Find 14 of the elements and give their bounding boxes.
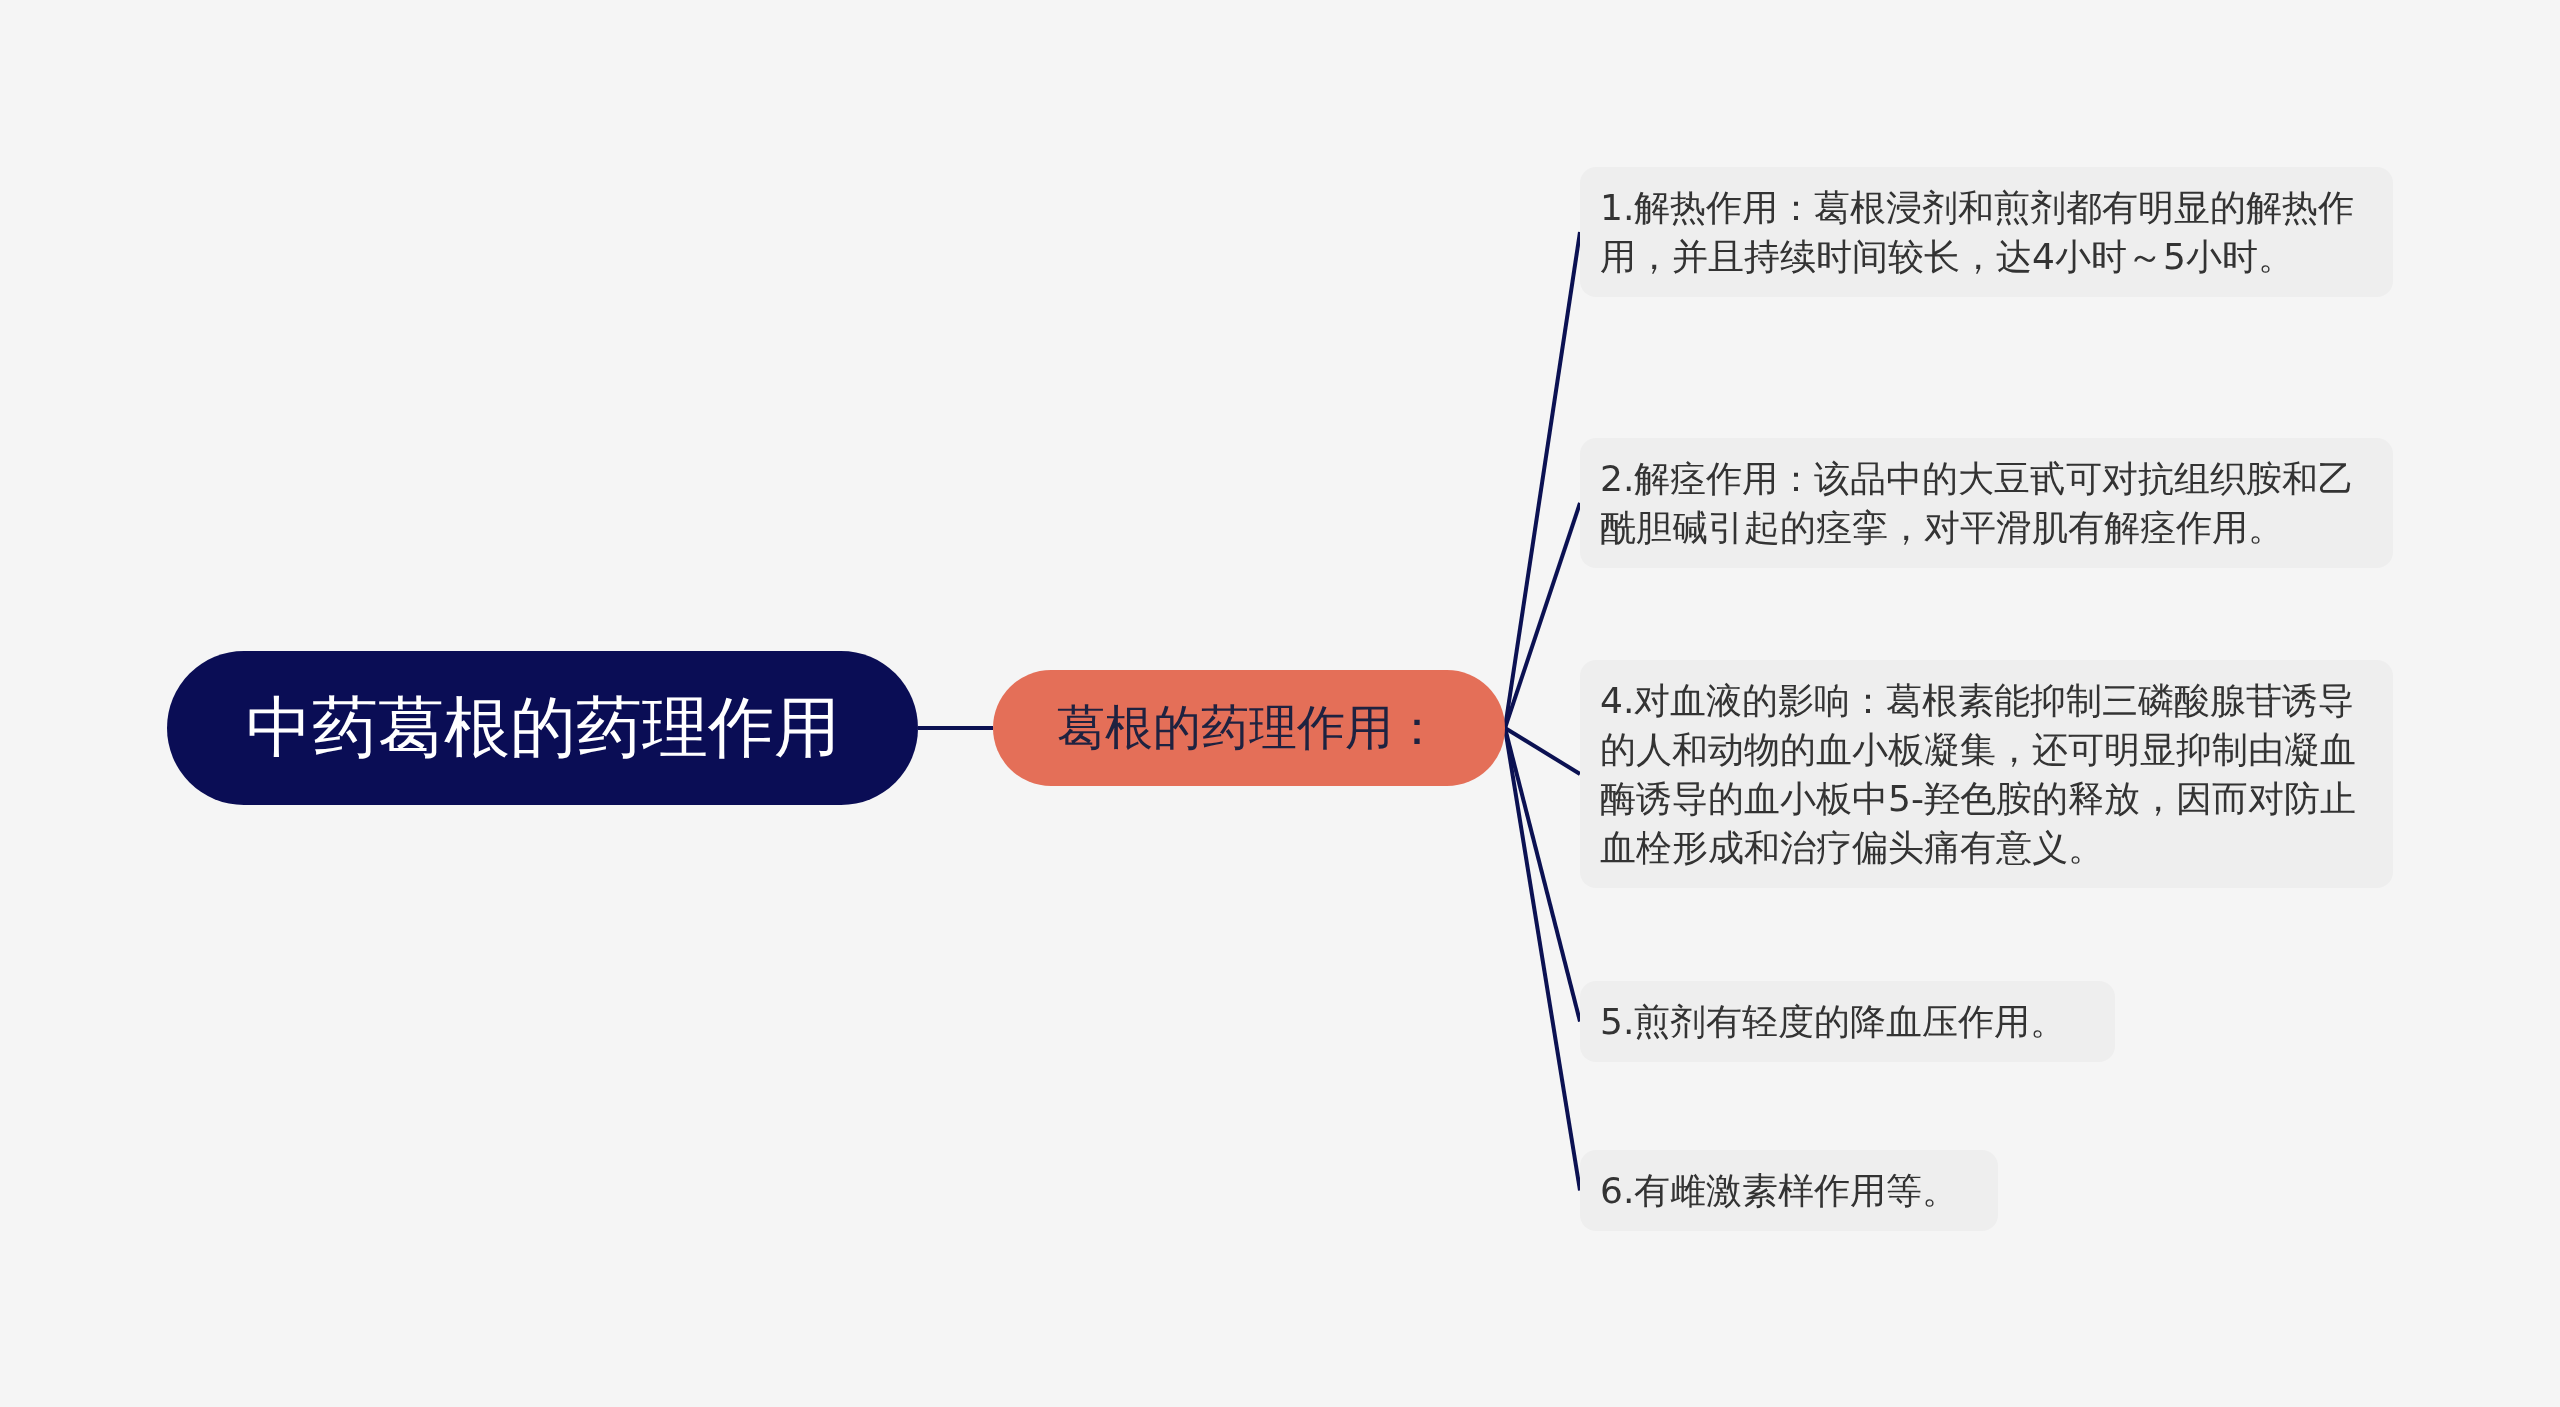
branch-topic [993, 670, 1505, 786]
leaf-text: 6.有雌激素样作用等。 [1600, 1169, 1959, 1213]
leaf-text: 4.对血液的影响：葛根素能抑制三磷酸腺苷诱导的人和动物的血小板凝集，还可明显抑制由凝血酶诱导的血小板中5-羟色胺的释放，因而对防止血栓形成和治疗偏头痛有意义。 [1600, 679, 2357, 870]
leaf-card [1580, 438, 2393, 568]
leaf-card [1580, 981, 2115, 1062]
leaf-card [1580, 660, 2393, 888]
leaf-card [1580, 1150, 1998, 1231]
leaf-text: 5.煎剂有轻度的降血压作用。 [1600, 1000, 2067, 1044]
leaf-text: 2.解痉作用：该品中的大豆甙可对抗组织胺和乙酰胆碱引起的痉挛，对平滑肌有解痉作用。 [1600, 457, 2356, 550]
leaf-text: 1.解热作用：葛根浸剂和煎剂都有明显的解热作用，并且持续时间较长，达4小时～5小时。 [1600, 186, 2356, 279]
title-text: 中药葛根的药理作用 [245, 688, 840, 768]
topic-text: 葛根的药理作用： [1057, 698, 1441, 757]
leaf-card [1580, 167, 2393, 297]
connector-line [918, 726, 993, 730]
